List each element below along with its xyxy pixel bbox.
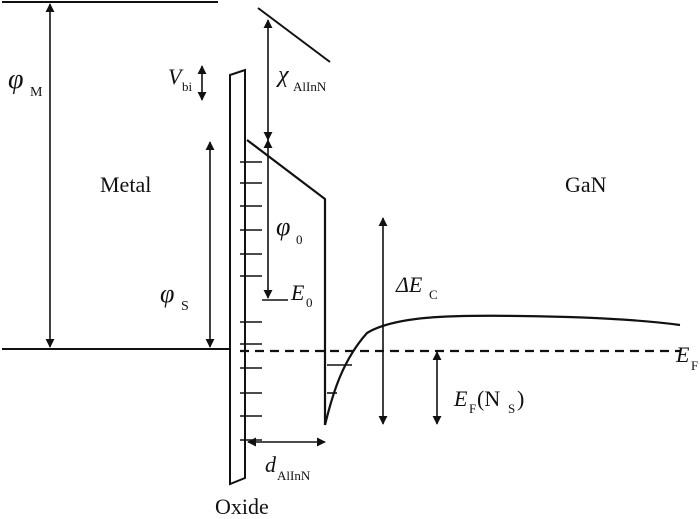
svg-text:S: S bbox=[181, 299, 189, 314]
svg-text:AlInN: AlInN bbox=[293, 79, 327, 94]
gan-label: GaN bbox=[565, 172, 607, 197]
svg-text:M: M bbox=[30, 85, 43, 100]
svg-text:φ: φ bbox=[8, 64, 24, 95]
svg-text:φ: φ bbox=[160, 279, 174, 308]
ef-ns-label: E F (N S ) bbox=[453, 386, 524, 416]
svg-text:F: F bbox=[469, 401, 476, 416]
vbi-label: V bi bbox=[168, 64, 193, 94]
svg-text:): ) bbox=[517, 386, 524, 411]
svg-text:E: E bbox=[290, 280, 305, 305]
svg-text:F: F bbox=[691, 358, 698, 373]
metal-label: Metal bbox=[100, 172, 151, 197]
svg-text:S: S bbox=[508, 401, 515, 416]
e0-label: E 0 bbox=[290, 280, 313, 310]
phi-s-label: φ S bbox=[160, 279, 189, 314]
oxide-layer bbox=[229, 68, 246, 486]
svg-text:χ: χ bbox=[276, 62, 290, 88]
svg-text:d: d bbox=[265, 452, 277, 477]
oxide-label: Oxide bbox=[215, 494, 269, 519]
phi-m-label: φ M bbox=[8, 64, 43, 100]
svg-text:C: C bbox=[429, 287, 438, 302]
barrier-conduction-band bbox=[246, 139, 327, 425]
svg-text:0: 0 bbox=[296, 232, 303, 247]
svg-text:φ: φ bbox=[276, 212, 290, 241]
delta-ec-label: ΔE C bbox=[395, 272, 438, 302]
svg-text:0: 0 bbox=[306, 295, 313, 310]
svg-text:(N: (N bbox=[477, 386, 500, 411]
d-label: d AlInN bbox=[265, 452, 311, 483]
svg-text:AlInN: AlInN bbox=[277, 468, 311, 483]
svg-text:bi: bi bbox=[182, 79, 193, 94]
svg-text:E: E bbox=[453, 386, 468, 411]
svg-text:V: V bbox=[168, 64, 184, 89]
interface-traps bbox=[240, 161, 262, 441]
svg-text:E: E bbox=[675, 342, 690, 367]
ef-label: E F bbox=[675, 342, 698, 373]
gan-conduction-band bbox=[323, 314, 681, 426]
phi-0-label: φ 0 bbox=[276, 212, 303, 247]
barrier-vacuum-level bbox=[257, 7, 331, 63]
chi-label: χ AlInN bbox=[276, 62, 327, 94]
svg-text:ΔE: ΔE bbox=[395, 272, 423, 297]
